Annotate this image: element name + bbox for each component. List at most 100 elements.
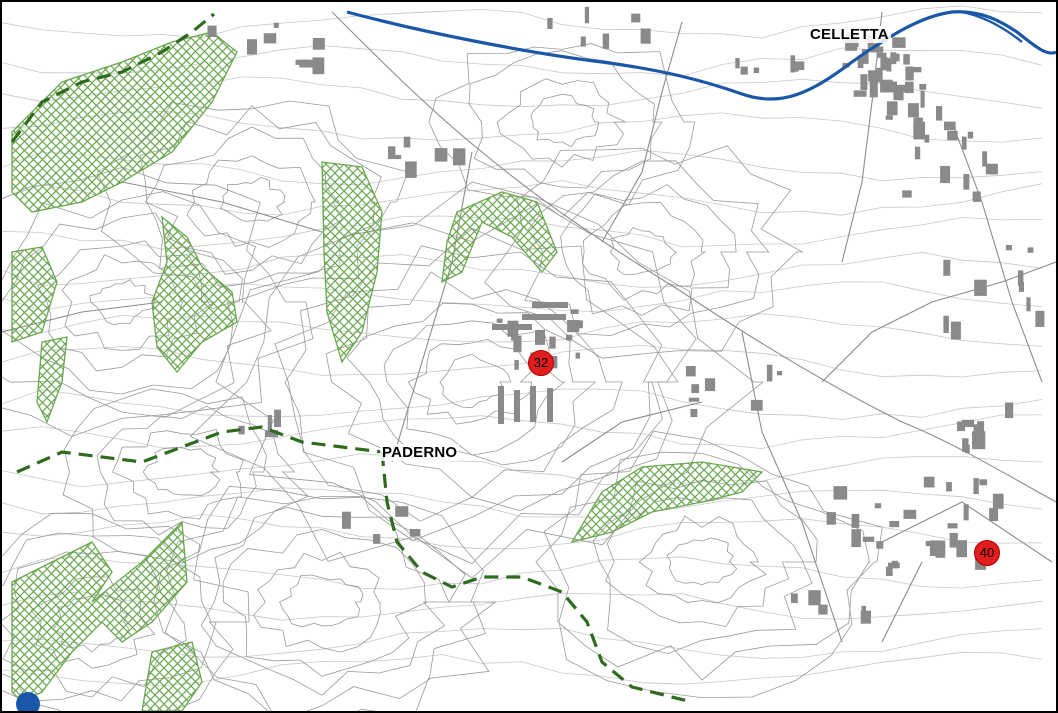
building bbox=[790, 61, 805, 70]
building bbox=[992, 493, 1004, 509]
woodland-areas bbox=[11, 31, 764, 711]
building bbox=[880, 79, 893, 93]
contour-line bbox=[530, 93, 600, 148]
contour-line bbox=[279, 574, 364, 628]
building bbox=[453, 148, 466, 166]
contour-line bbox=[215, 202, 697, 565]
contour-line bbox=[2, 5, 1043, 39]
site-marker-32[interactable]: 32 bbox=[528, 350, 554, 376]
building bbox=[876, 52, 887, 58]
building bbox=[907, 103, 919, 118]
building bbox=[885, 115, 893, 120]
building bbox=[777, 371, 783, 376]
contour-line bbox=[2, 191, 272, 418]
contour-line bbox=[220, 176, 286, 222]
building bbox=[584, 6, 590, 24]
contour-line bbox=[346, 302, 597, 466]
building bbox=[861, 605, 867, 613]
building bbox=[868, 70, 880, 82]
building bbox=[890, 52, 897, 65]
contour-line bbox=[145, 126, 343, 275]
contour-line bbox=[605, 496, 805, 628]
building bbox=[207, 25, 217, 37]
building bbox=[862, 536, 875, 542]
building bbox=[957, 421, 966, 432]
contour-line bbox=[89, 279, 156, 326]
building bbox=[631, 13, 641, 23]
building bbox=[492, 324, 532, 330]
building bbox=[513, 335, 522, 353]
contour-line bbox=[2, 180, 1043, 216]
building bbox=[963, 174, 970, 190]
building bbox=[947, 130, 958, 141]
building bbox=[1005, 245, 1012, 251]
building bbox=[925, 541, 939, 547]
building bbox=[860, 610, 871, 624]
building bbox=[965, 444, 970, 454]
building bbox=[575, 352, 580, 359]
building bbox=[766, 364, 773, 382]
building bbox=[891, 560, 898, 569]
contour-line bbox=[200, 506, 450, 696]
building bbox=[1026, 297, 1031, 312]
site-marker-40[interactable]: 40 bbox=[974, 540, 1000, 566]
building bbox=[893, 87, 900, 101]
building bbox=[791, 593, 798, 604]
contour-line bbox=[222, 528, 428, 677]
building bbox=[905, 81, 914, 94]
contour-line bbox=[638, 515, 768, 604]
building bbox=[851, 529, 861, 548]
building bbox=[989, 507, 999, 522]
building bbox=[940, 165, 950, 184]
building bbox=[312, 57, 325, 75]
building bbox=[870, 46, 884, 53]
building bbox=[547, 17, 553, 29]
river-branch bbox=[961, 10, 1023, 43]
building bbox=[892, 37, 906, 48]
building bbox=[535, 329, 545, 345]
building bbox=[688, 397, 700, 402]
contour-line bbox=[139, 105, 382, 288]
building bbox=[574, 320, 583, 329]
building bbox=[889, 521, 900, 528]
building bbox=[985, 163, 998, 175]
building bbox=[936, 106, 943, 121]
building bbox=[1035, 310, 1045, 327]
building bbox=[880, 56, 888, 71]
building bbox=[1005, 402, 1014, 419]
contour-line bbox=[2, 453, 1043, 488]
building bbox=[496, 318, 503, 323]
building bbox=[903, 54, 910, 65]
building bbox=[898, 86, 904, 101]
building bbox=[498, 386, 504, 424]
contour-line bbox=[2, 513, 1043, 550]
building bbox=[924, 134, 930, 143]
contour-line bbox=[2, 512, 250, 711]
contour-line bbox=[610, 227, 678, 276]
contour-line bbox=[560, 184, 737, 316]
building bbox=[920, 90, 925, 108]
building bbox=[514, 360, 519, 370]
contour-line bbox=[592, 479, 818, 655]
building bbox=[602, 33, 610, 49]
building bbox=[263, 33, 277, 44]
building bbox=[860, 74, 868, 90]
building bbox=[403, 136, 411, 148]
contour-line bbox=[142, 447, 221, 497]
building bbox=[874, 503, 882, 509]
building bbox=[919, 83, 927, 90]
building bbox=[944, 121, 956, 131]
contour-line bbox=[253, 551, 381, 653]
building bbox=[913, 121, 925, 140]
building bbox=[961, 136, 967, 150]
building bbox=[267, 414, 272, 433]
building bbox=[935, 540, 946, 558]
building bbox=[947, 523, 958, 529]
building bbox=[886, 57, 892, 72]
building bbox=[570, 309, 579, 314]
contour-line bbox=[2, 251, 1043, 288]
building bbox=[530, 386, 536, 422]
building bbox=[514, 390, 520, 422]
